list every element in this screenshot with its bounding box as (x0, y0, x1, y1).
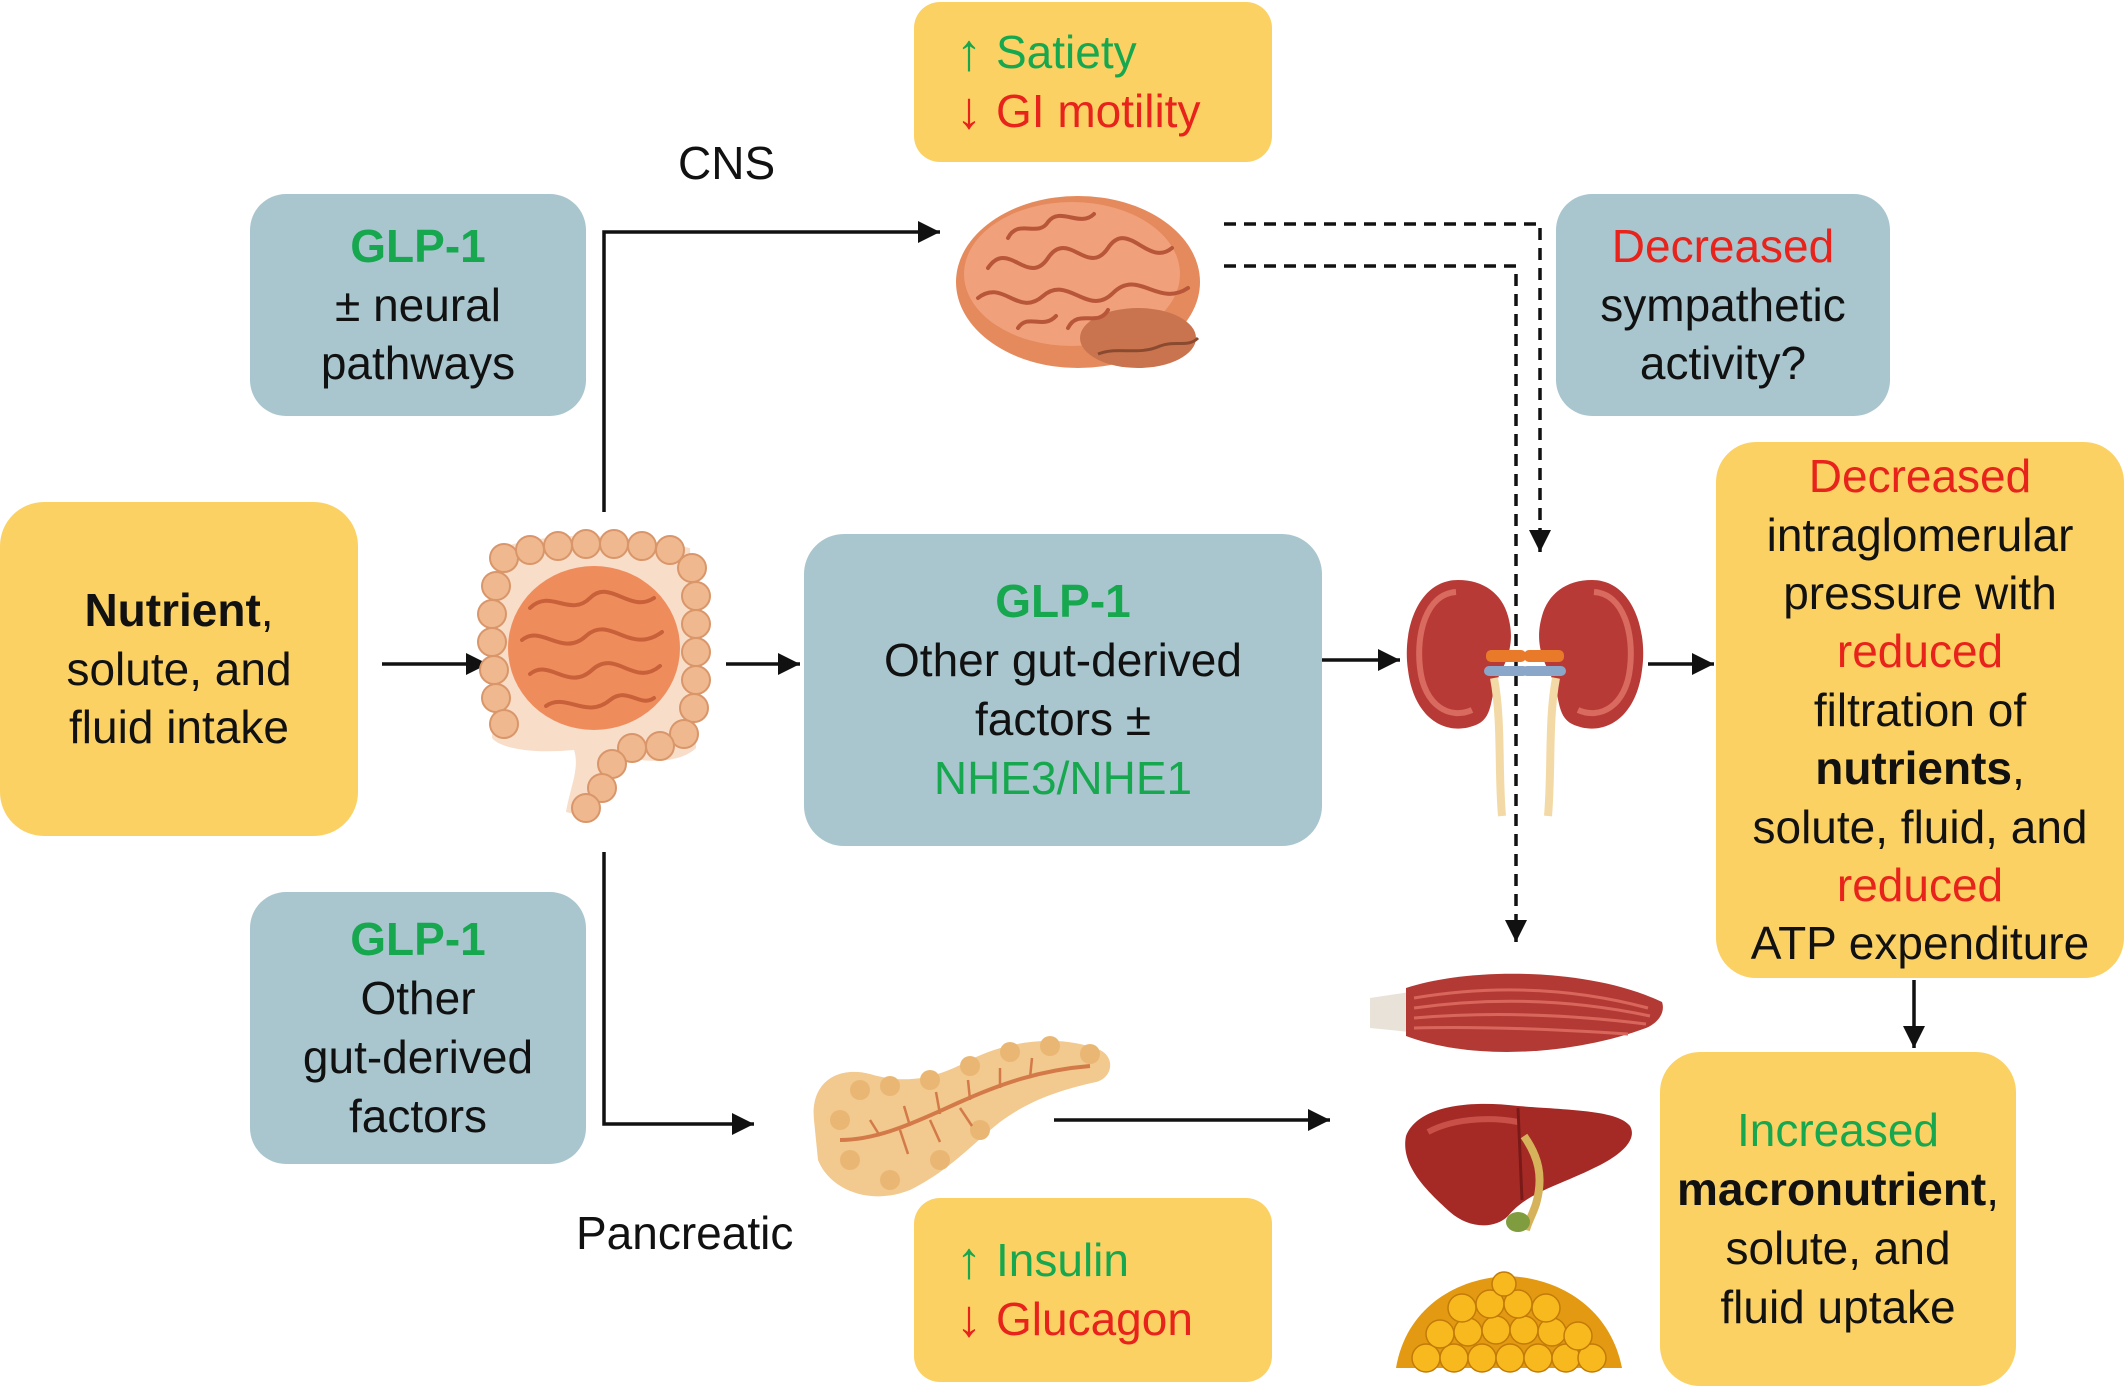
glp1-other-line2: Other (360, 972, 476, 1025)
satiety-label: Satiety (996, 26, 1137, 79)
nutrient-label: Nutrient (84, 583, 261, 636)
up-arrow-icon: ↑ (956, 23, 982, 82)
down-arrow-icon: ↓ (956, 1290, 982, 1349)
kidney-line7: solute, fluid, and (1752, 800, 2088, 853)
kidney-nutrients-label: nutrients (1815, 742, 2012, 795)
glucagon-label: Glucagon (996, 1293, 1193, 1345)
arrow-gut-to-brain (602, 221, 940, 512)
kidney-line5: filtration of (1813, 683, 2027, 736)
pancreatic-label: Pancreatic (576, 1207, 794, 1259)
intestine-icon (477, 529, 711, 823)
gi-motility-label: GI motility (996, 85, 1201, 137)
cns-effects-box: ↑ Satiety ↓ GI motility (914, 2, 1272, 162)
kidney-reduced-label-2: reduced (1836, 859, 2004, 912)
glp1-neural-box: GLP-1 ± neural pathways (250, 194, 586, 416)
intake-line3: fluid intake (69, 701, 289, 754)
kidney-line9: ATP expenditure (1750, 917, 2090, 970)
sympathetic-decreased: Decreased (1611, 219, 1835, 272)
insulin-label: Insulin (996, 1234, 1129, 1287)
kidney-reduced-label-1: reduced (1836, 625, 2004, 678)
brain-icon (956, 196, 1200, 368)
glp1-other-title: GLP-1 (350, 913, 486, 966)
sympathetic-line3: activity? (1639, 337, 1807, 390)
center-factors-box: GLP-1 Other gut-derived factors ± NHE3/N… (804, 534, 1322, 846)
kidney-line2: intraglomerular (1766, 508, 2074, 561)
uptake-increased-label: Increased (1736, 1104, 1939, 1157)
sympathetic-box: Decreased sympathetic activity? (1556, 194, 1890, 416)
pancreatic-effects-box: ↑ Insulin ↓ Glucagon (914, 1198, 1272, 1382)
up-arrow-icon: ↑ (956, 1231, 982, 1290)
cns-label: CNS (678, 137, 776, 189)
center-nhe-label: NHE3/NHE1 (933, 751, 1193, 804)
uptake-line4: fluid uptake (1720, 1280, 1956, 1333)
kidney-decreased-label: Decreased (1808, 450, 2032, 503)
uptake-box: Increased macronutrient, solute, and flu… (1660, 1052, 2016, 1386)
muscle-icon (1370, 973, 1663, 1052)
fat-tissue-icon (1396, 1271, 1622, 1373)
kidney-line3: pressure with (1783, 566, 2057, 619)
uptake-line3: solute, and (1725, 1222, 1951, 1274)
kidneys-icon (1406, 580, 1644, 817)
glp1-other-line3: gut-derived (302, 1031, 534, 1083)
center-line2: Other gut-derived (884, 634, 1242, 687)
intake-line2: solute, and (66, 642, 292, 695)
liver-icon (1405, 1103, 1632, 1232)
kidney-effect-box: Decreased intraglomerular pressure with … (1716, 442, 2124, 978)
uptake-macronutrient-label: macronutrient (1676, 1163, 1987, 1216)
glp1-other-line4: factors (348, 1089, 488, 1142)
glp1-neural-line3: pathways (320, 337, 516, 390)
center-line3: factors ± (974, 693, 1152, 745)
center-glp1-title: GLP-1 (995, 575, 1131, 628)
dashed-brain-to-kidney (1224, 222, 1551, 552)
pancreas-icon (813, 1036, 1111, 1197)
glp1-other-box: GLP-1 Other gut-derived factors (250, 892, 586, 1164)
glp1-neural-line2: ± neural (335, 278, 501, 331)
down-arrow-icon: ↓ (956, 82, 982, 141)
dashed-brain-to-muscle (1224, 264, 1527, 942)
intake-box: Nutrient, solute, and fluid intake (0, 502, 358, 836)
sympathetic-line2: sympathetic (1600, 278, 1846, 331)
arrow-gut-to-pancreas (602, 852, 754, 1135)
glp1-neural-title: GLP-1 (350, 219, 486, 272)
